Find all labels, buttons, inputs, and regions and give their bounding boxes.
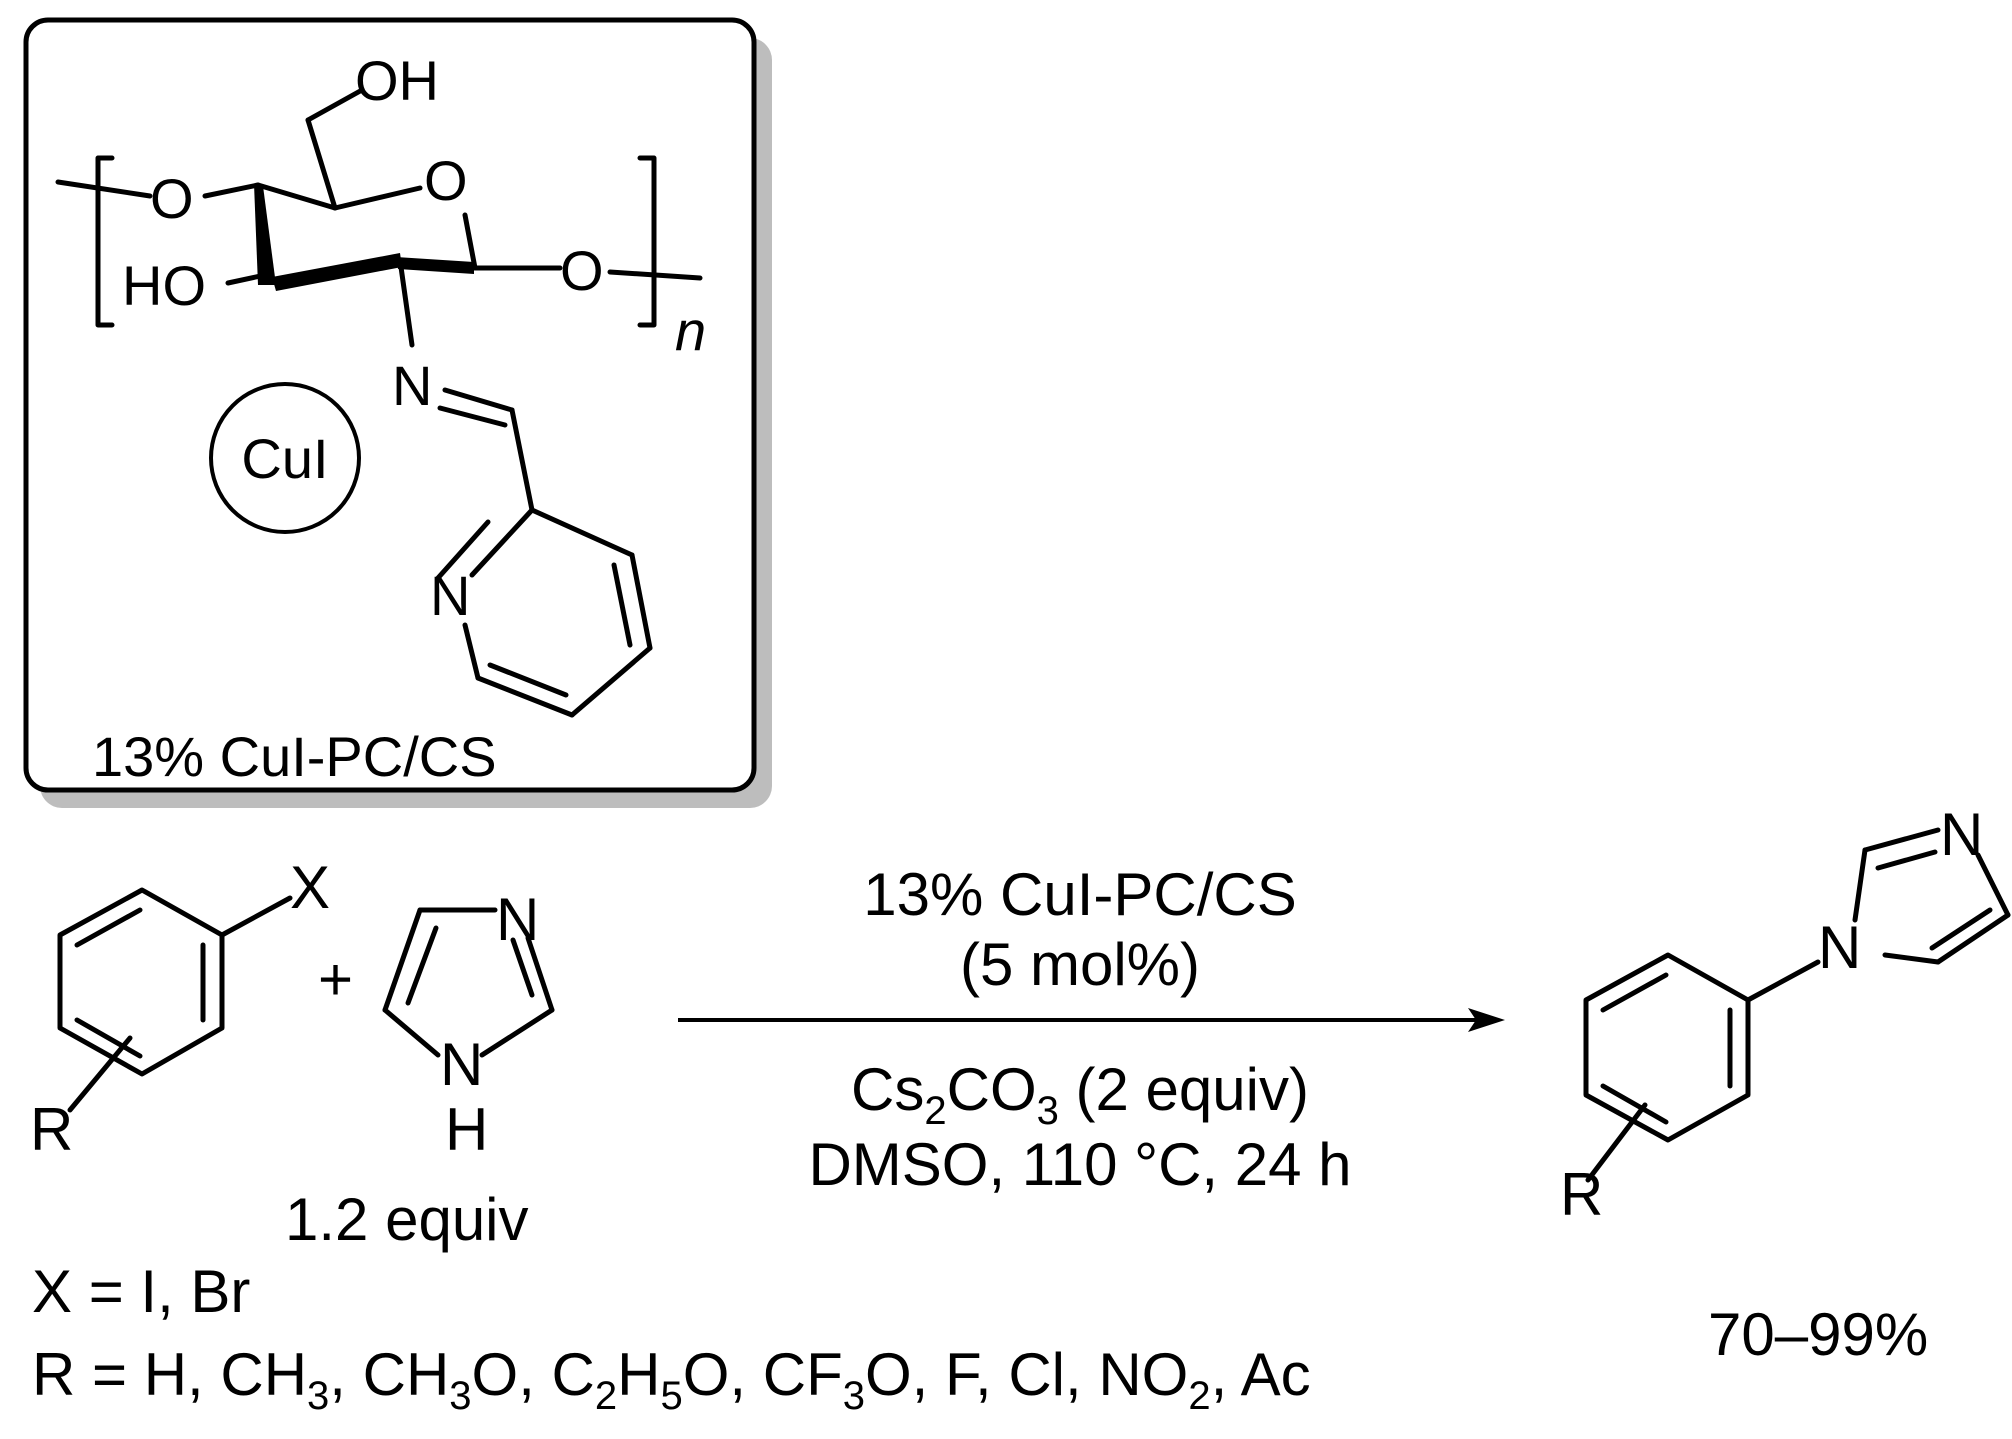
conditions-base: Cs2CO3 (2 equiv) [851,1056,1309,1133]
imidazole-equiv-label: 1.2 equiv [285,1186,529,1253]
repeat-n-label: n [675,299,706,362]
n-pyridine-label: N [430,564,470,627]
catalyst-box: OH O O O HO N N n CuI 13% CuI-PC/CS [23,17,772,808]
repeat-bracket-right [637,155,657,328]
product: N N R 70–99% [1560,801,2011,1368]
cui-label: CuI [241,427,328,490]
reaction-conditions: 13% CuI-PC/CS (5 mol%) Cs2CO3 (2 equiv) … [678,861,1505,1198]
imidazole-n-bottom-label: N [440,1031,483,1098]
n-imine-label: N [392,354,432,417]
repeat-bracket-left [95,155,115,328]
reactant-r-label: R [30,1096,73,1163]
imidazole-n-top-label: N [496,886,539,953]
conditions-catalyst: 13% CuI-PC/CS [863,861,1296,928]
imidazole-h-label: H [445,1096,488,1163]
chitosan-bonds [55,87,703,718]
substituent-x-line: X = I, Br [32,1258,250,1325]
cui-circle [209,382,361,534]
oh-top-label: OH [355,49,439,112]
product-r-label: R [1560,1161,1603,1228]
conditions-solvent: DMSO, 110 °C, 24 h [808,1131,1351,1198]
catalyst-box-title: 13% CuI-PC/CS [92,725,497,788]
conditions-loading: (5 mol%) [960,931,1200,998]
plus-sign: + [318,946,353,1013]
imidazole: N N H 1.2 equiv [285,886,555,1253]
reactant-x-label: X [290,854,330,921]
catalyst-box-frame [23,17,757,793]
ho-label: HO [122,254,206,317]
reaction-arrow-head [1468,1008,1505,1032]
product-yield-label: 70–99% [1708,1301,1928,1368]
substituent-r-line: R = H, CH3, CH3O, C2H5O, CF3O, F, Cl, NO… [32,1341,1311,1418]
o-ring-label: O [424,149,468,212]
wedge-bond-right [396,257,474,274]
o-right-label: O [560,239,604,302]
product-n-link-label: N [1818,914,1861,981]
product-n-top-label: N [1940,801,1983,868]
o-left-label: O [150,167,194,230]
wedge-bond-bottom [272,253,402,291]
reactant-aryl: X R [30,854,330,1163]
wedge-bond-left [254,184,276,285]
